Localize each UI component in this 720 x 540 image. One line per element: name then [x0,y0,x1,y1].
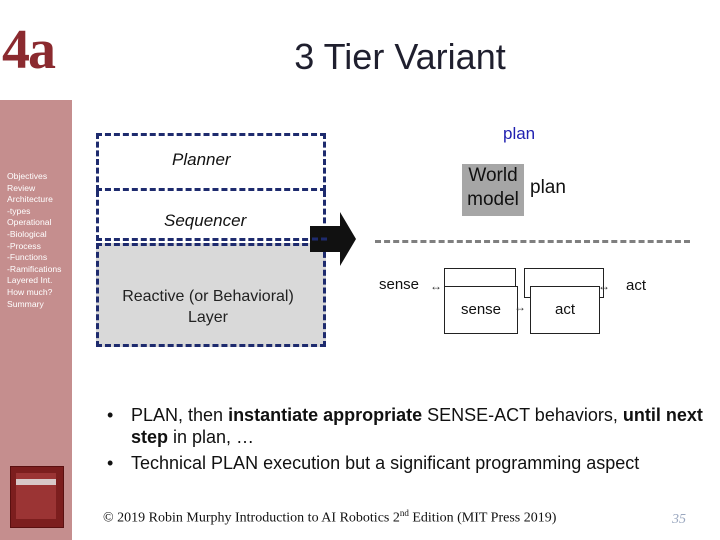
double-arrow-icon: ↔ [598,279,610,293]
double-arrow-icon: ↔ [514,300,526,314]
right-arrow-icon [310,212,356,266]
world-model-label: World model [462,164,524,212]
sequencer-tier [96,191,326,241]
slide-title: 3 Tier Variant [294,36,506,77]
bullet-text-bold: instantiate appropriate [228,405,423,425]
world-model-plan-label: plan [530,177,566,198]
sense-box-2: sense [444,286,518,334]
reactive-label: Reactive (or Behavioral) Layer [122,288,294,326]
copyright-footer: © 2019 Robin Murphy Introduction to AI R… [103,508,557,526]
sidebar-item-ramifications[interactable]: -Ramifications [7,263,62,274]
sidebar-item-review[interactable]: Review [7,182,36,193]
bullet-text-part: SENSE-ACT behaviors, [422,405,623,425]
bullet-text-part: PLAN, then [131,405,229,425]
sequencer-label: Sequencer [164,211,247,230]
sidebar-item-objectives[interactable]: Objectives [7,171,48,181]
sidebar-item-biological[interactable]: -Biological [7,228,47,239]
bullet-list: • PLAN, then instantiate appropriate SEN… [107,404,707,478]
world-model-box [462,164,524,216]
sidebar-item-summary[interactable]: Summary [7,298,44,309]
chapter-number: 4a [2,19,56,81]
bullet-text-part: in plan, … [168,427,255,447]
sidebar-item-process[interactable]: -Process [7,240,41,251]
model-label: model [467,189,519,210]
sidebar-item-operational[interactable]: Operational [7,217,52,228]
plan-label: plan [503,124,536,143]
sidebar-nav: Objectives Review Architecture -types Op… [7,171,73,310]
planner-label: Planner [172,150,231,169]
reactive-tier [96,243,326,347]
act-box-2: act [608,268,678,302]
planner-tier [96,133,326,191]
book-cover-icon [10,466,64,528]
bullet-text-bold: until next step [131,405,703,447]
sidebar-item-types[interactable]: -types [7,205,31,216]
sidebar-item-how-much[interactable]: How much? [7,286,53,297]
bullet-item: • PLAN, then instantiate appropriate SEN… [107,405,703,447]
sidebar-item-layered-int[interactable]: Layered Int. [7,275,53,286]
sidebar-item-architecture[interactable]: Architecture [7,194,53,205]
act-box-1: act [530,286,600,334]
plan-separator-line [375,240,690,243]
bullet-text-part: Technical PLAN execution but a significa… [131,453,640,473]
page-number: 35 [672,512,686,527]
double-arrow-icon: ↔ [430,279,442,293]
bullet-item: • Technical PLAN execution but a signifi… [107,453,640,473]
sidebar-item-functions[interactable]: -Functions [7,252,48,263]
sense-box-1: sense [375,268,431,302]
world-label: World [468,165,518,186]
